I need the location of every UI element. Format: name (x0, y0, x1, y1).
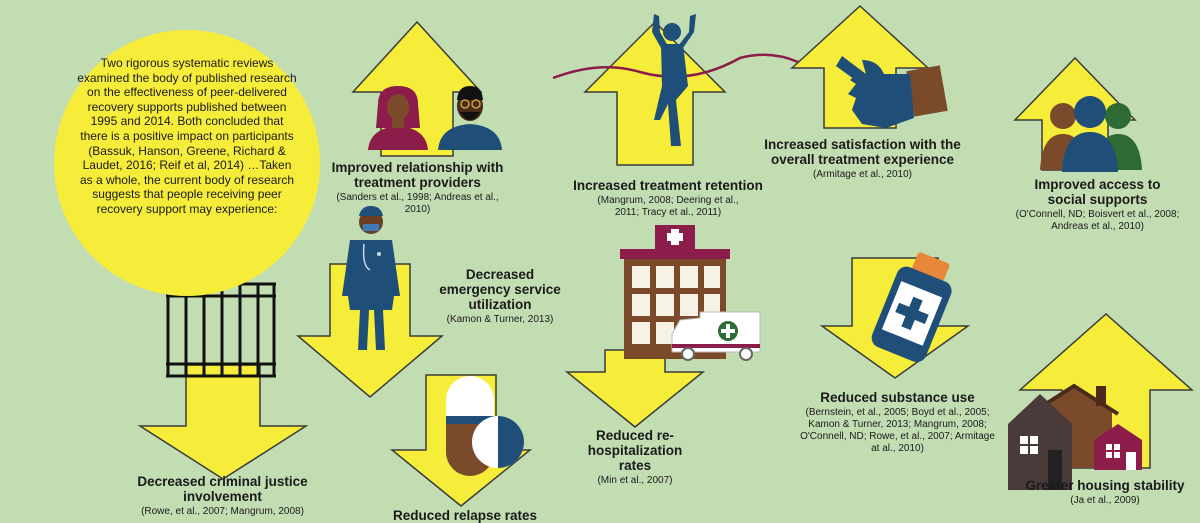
outcome-citation: (Rowe, et al., 2007; Mangrum, 2008) (141, 506, 304, 517)
outcome-retention: Increased treatment retention (Mangrum, … (568, 178, 768, 219)
outcome-relationship: Improved relationship with treatment pro… (325, 160, 510, 216)
outcome-housing: Greater housing stability (Ja et al., 20… (1015, 478, 1195, 507)
outcome-citation: (Bernstein, et al., 2005; Boyd et al., 2… (800, 407, 995, 454)
outcome-citation: (Sanders et al., 1998; Andreas et al., 2… (336, 192, 499, 215)
outcome-citation: (Ja et al., 2009) (1070, 495, 1140, 506)
outcome-citation: (O'Connell, ND; Boisvert et al., 2008; A… (1015, 209, 1180, 232)
up-arrow-retention (583, 20, 727, 166)
outcome-title: Increased treatment retention (573, 178, 763, 193)
outcome-title: Increased satisfaction with the overall … (764, 137, 961, 167)
pill-capsule-icon (446, 376, 524, 476)
doctor-icon (342, 206, 400, 350)
outcome-title: Improved relationship with treatment pro… (331, 160, 504, 190)
outcome-title: Decreased criminal justice involvement (137, 474, 308, 504)
down-arrow-criminal (137, 364, 309, 480)
outcome-substance: Reduced substance use (Bernstein, et al.… (800, 390, 995, 455)
intro-circle (54, 30, 320, 296)
jail-bars-icon (166, 282, 276, 378)
outcome-criminal: Decreased criminal justice involvement (… (120, 474, 325, 518)
outcome-emergency: Decreased emergency service utilization … (425, 267, 575, 326)
ambulance-icon (671, 311, 761, 361)
intro-text: Two rigorous systematic reviews examined… (77, 56, 297, 216)
outcome-citation: (Armitage et al., 2010) (813, 169, 912, 180)
outcome-citation: (Kamon & Turner, 2013) (446, 314, 554, 325)
outcome-title: Reduced re-hospitalization rates (587, 428, 683, 473)
outcome-rehospitalization: Reduced re-hospitalization rates (Min et… (550, 428, 720, 487)
outcome-title: Reduced substance use (820, 390, 975, 405)
outcome-social: Improved access to social supports (O'Co… (1010, 177, 1185, 233)
medicine-bottle-icon (871, 252, 952, 363)
outcome-citation: (Min et al., 2007) (597, 475, 673, 486)
house-icon (1008, 383, 1142, 490)
group-icon (1040, 96, 1142, 172)
people-icon (368, 86, 502, 150)
down-arrow-emergency (295, 263, 445, 398)
outcome-title: Greater housing stability (1025, 478, 1185, 493)
hospital-icon (620, 225, 730, 359)
outcome-title: Decreased emergency service utilization (439, 267, 561, 312)
outcome-citation: (Mangrum, 2008; Deering et al., 2011; Tr… (597, 195, 739, 218)
outcome-relapse: Reduced relapse rates (385, 508, 545, 523)
down-arrow-rehospitalization (564, 349, 706, 428)
outcome-satisfaction: Increased satisfaction with the overall … (755, 137, 970, 181)
runner-icon (552, 14, 799, 146)
outcome-title: Improved access to social supports (1034, 177, 1161, 207)
thumbs-up-icon (836, 56, 948, 128)
outcome-title: Reduced relapse rates (392, 508, 538, 523)
